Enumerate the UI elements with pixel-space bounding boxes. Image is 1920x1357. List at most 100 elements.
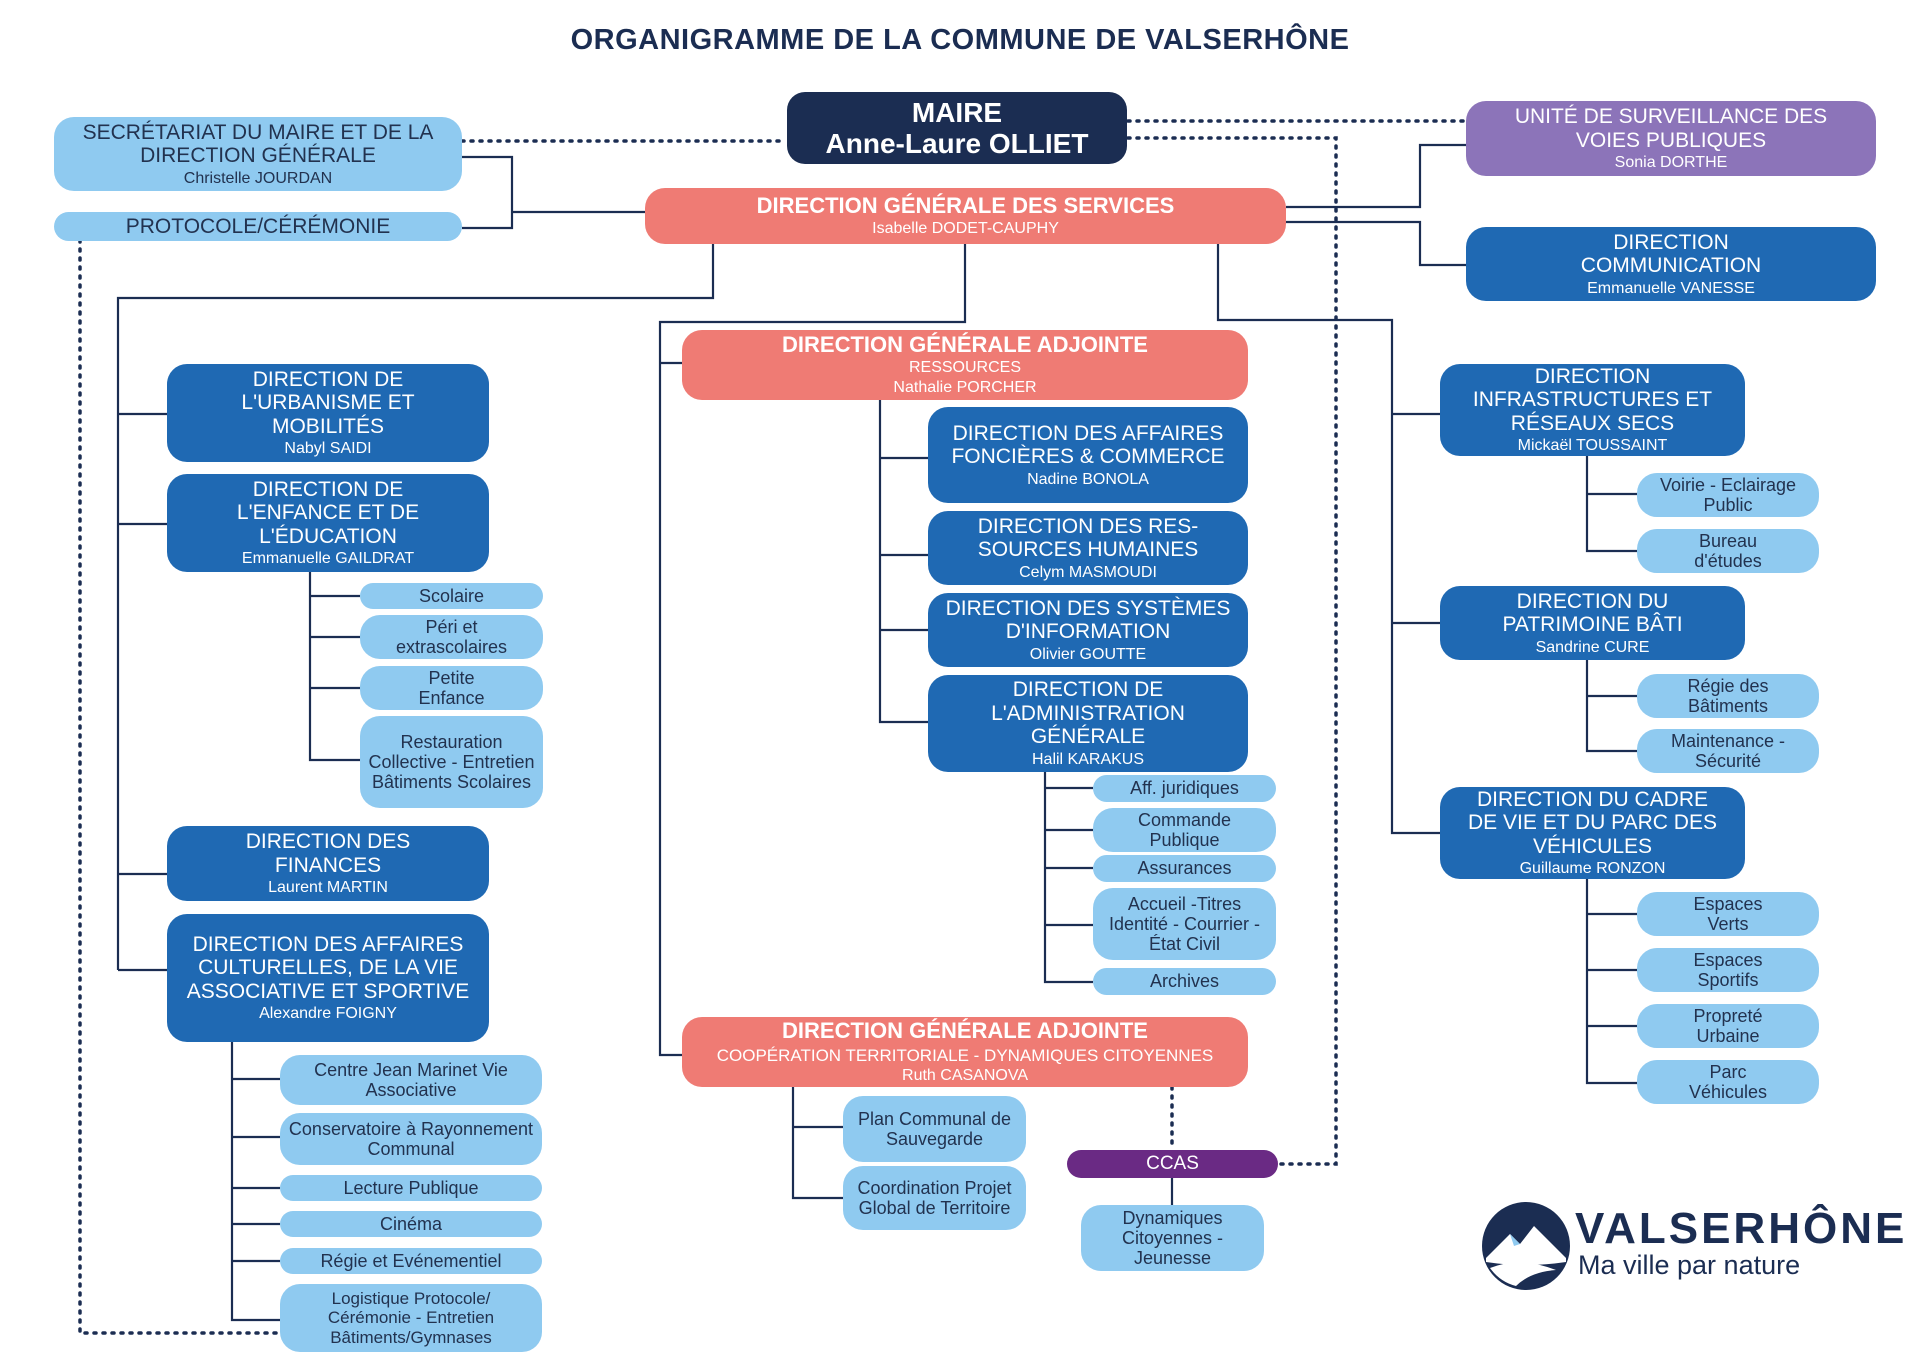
culture-title: DIRECTION DES AFFAIRES CULTURELLES, DE L… — [186, 932, 470, 1003]
infra-service-item: Bureau d'études — [1637, 529, 1819, 573]
enfance-service-item: Scolaire — [360, 583, 543, 609]
ccas-service-label: Dynamiques Citoyennes - Jeunesse — [1121, 1207, 1224, 1269]
foncier-box: DIRECTION DES AFFAIRES FONCIÈRES & COMME… — [928, 407, 1248, 503]
rh-title: DIRECTION DES RES- SOURCES HUMAINES — [977, 514, 1199, 562]
culture-service-label: Conservatoire à Rayonnement Communal — [288, 1118, 534, 1159]
admin-service-label: Accueil -Titres Identité - Courrier - Ét… — [1108, 893, 1261, 955]
logo-tagline: Ma ville par nature — [1578, 1250, 1801, 1280]
dga2-service-item: Plan Communal de Sauvegarde — [843, 1096, 1026, 1162]
dgs-name: Isabelle DODET-CAUPHY — [872, 220, 1059, 238]
admin-service-item: Commande Publique — [1093, 808, 1276, 852]
page-title: ORGANIGRAMME DE LA COMMUNE DE VALSERHÔNE — [570, 24, 1350, 56]
culture-service-item: Centre Jean Marinet Vie Associative — [280, 1055, 542, 1105]
dga2-subtitle: COOPÉRATION TERRITORIALE - DYNAMIQUES CI… — [716, 1045, 1214, 1065]
infra-service-label: Bureau d'études — [1694, 530, 1762, 571]
culture-name: Alexandre FOIGNY — [259, 1005, 397, 1023]
mountain-logo-icon — [1482, 1202, 1570, 1290]
enfance-service-label: Petite Enfance — [418, 667, 485, 708]
patrimoine-service-item: Régie des Bâtiments — [1637, 674, 1819, 718]
logo-name: VALSERHÔNE — [1575, 1204, 1908, 1253]
infra-name: Mickaël TOUSSAINT — [1517, 437, 1668, 455]
communication-name: Emmanuelle VANESSE — [1587, 279, 1755, 297]
dga2-service-label: Coordination Projet Global de Territoire — [857, 1177, 1012, 1218]
si-title: DIRECTION DES SYSTÈMES D'INFORMATION — [945, 596, 1231, 644]
secretariat-title: SECRÉTARIAT DU MAIRE ET DE LA DIRECTION … — [82, 120, 434, 168]
infra-service-label: Voirie - Eclairage Public — [1659, 474, 1797, 515]
cadre-service-label: Parc Véhicules — [1688, 1061, 1768, 1102]
infra-box: DIRECTION INFRASTRUCTURES ET RÉSEAUX SEC… — [1440, 364, 1745, 456]
surveillance-box: UNITÉ DE SURVEILLANCE DES VOIES PUBLIQUE… — [1466, 101, 1876, 176]
infra-service-item: Voirie - Eclairage Public — [1637, 473, 1819, 517]
dga2-title: DIRECTION GÉNÉRALE ADJOINTE — [782, 1018, 1148, 1044]
admin-service-item: Accueil -Titres Identité - Courrier - Ét… — [1093, 888, 1276, 960]
culture-service-label: Cinéma — [379, 1213, 443, 1234]
cadre-box: DIRECTION DU CADRE DE VIE ET DU PARC DES… — [1440, 787, 1745, 879]
culture-service-label: Logistique Protocole/ Cérémonie - Entret… — [327, 1289, 495, 1347]
culture-service-item: Cinéma — [280, 1211, 542, 1237]
cadre-service-item: Espaces Sportifs — [1637, 948, 1819, 992]
enfance-box: DIRECTION DE L'ENFANCE ET DE L'ÉDUCATION… — [167, 474, 489, 572]
patrimoine-title: DIRECTION DU PATRIMOINE BÂTI — [1502, 589, 1683, 637]
foncier-title: DIRECTION DES AFFAIRES FONCIÈRES & COMME… — [951, 421, 1225, 469]
maire-title: MAIRE — [911, 96, 1003, 128]
culture-box: DIRECTION DES AFFAIRES CULTURELLES, DE L… — [167, 914, 489, 1042]
admin-service-label: Assurances — [1137, 858, 1232, 879]
enfance-service-label: Scolaire — [418, 585, 485, 606]
maire-name: Anne-Laure OLLIET — [825, 128, 1089, 159]
admin-box: DIRECTION DE L'ADMINISTRATION GÉNÉRALE H… — [928, 675, 1248, 772]
enfance-service-item: Péri et extrascolaires — [360, 615, 543, 659]
dga2-service-label: Plan Communal de Sauvegarde — [857, 1108, 1012, 1149]
dga2-name: Ruth CASANOVA — [902, 1066, 1028, 1084]
si-name: Olivier GOUTTE — [1029, 645, 1147, 663]
enfance-name: Emmanuelle GAILDRAT — [241, 550, 415, 568]
cadre-service-item: Espaces Verts — [1637, 892, 1819, 936]
ccas-service-item: Dynamiques Citoyennes - Jeunesse — [1081, 1205, 1264, 1271]
protocole-title: PROTOCOLE/CÉRÉMONIE — [125, 214, 391, 238]
dga2-box: DIRECTION GÉNÉRALE ADJOINTE COOPÉRATION … — [682, 1017, 1248, 1087]
cadre-service-label: Espaces Verts — [1693, 893, 1763, 934]
rh-name: Celym MASMOUDI — [1019, 563, 1157, 581]
patrimoine-service-label: Maintenance - Sécurité — [1670, 730, 1786, 771]
dga2-service-item: Coordination Projet Global de Territoire — [843, 1166, 1026, 1230]
infra-title: DIRECTION INFRASTRUCTURES ET RÉSEAUX SEC… — [1472, 364, 1713, 435]
valserhone-logo — [1482, 1202, 1570, 1290]
dga1-box: DIRECTION GÉNÉRALE ADJOINTE RESSOURCES N… — [682, 330, 1248, 400]
cadre-service-label: Espaces Sportifs — [1693, 949, 1763, 990]
patrimoine-service-item: Maintenance - Sécurité — [1637, 729, 1819, 773]
urbanisme-box: DIRECTION DE L'URBANISME ET MOBILITÉS Na… — [167, 364, 489, 462]
culture-service-label: Lecture Publique — [343, 1177, 479, 1198]
cadre-name: Guillaume RONZON — [1519, 860, 1666, 878]
patrimoine-name: Sandrine CURE — [1535, 638, 1650, 656]
admin-service-label: Commande Publique — [1137, 809, 1232, 850]
cadre-service-label: Propreté Urbaine — [1693, 1005, 1763, 1046]
communication-title: DIRECTION COMMUNICATION — [1580, 230, 1762, 278]
secretariat-box: SECRÉTARIAT DU MAIRE ET DE LA DIRECTION … — [54, 117, 462, 191]
patrimoine-service-label: Régie des Bâtiments — [1687, 675, 1769, 716]
secretariat-name: Christelle JOURDAN — [183, 169, 333, 187]
culture-service-item: Lecture Publique — [280, 1175, 542, 1201]
admin-service-item: Aff. juridiques — [1093, 775, 1276, 802]
ccas-box: CCAS — [1067, 1150, 1278, 1178]
enfance-service-label: Péri et extrascolaires — [395, 616, 508, 657]
surveillance-name: Sonia DORTHE — [1614, 154, 1728, 172]
rh-box: DIRECTION DES RES- SOURCES HUMAINES Cely… — [928, 511, 1248, 585]
dga1-name: Nathalie PORCHER — [893, 379, 1037, 397]
enfance-service-item: Restauration Collective - Entretien Bâti… — [360, 716, 543, 808]
maire-box: MAIRE Anne-Laure OLLIET — [787, 92, 1127, 164]
enfance-title: DIRECTION DE L'ENFANCE ET DE L'ÉDUCATION — [236, 477, 420, 548]
finances-title: DIRECTION DES FINANCES — [245, 830, 411, 877]
foncier-name: Nadine BONOLA — [1027, 470, 1149, 488]
culture-service-item: Régie et Evénementiel — [280, 1248, 542, 1274]
admin-title: DIRECTION DE L'ADMINISTRATION GÉNÉRALE — [991, 678, 1185, 749]
dgs-box: DIRECTION GÉNÉRALE DES SERVICES Isabelle… — [645, 188, 1286, 244]
admin-service-item: Archives — [1093, 968, 1276, 995]
culture-service-label: Centre Jean Marinet Vie Associative — [314, 1059, 508, 1100]
protocole-box: PROTOCOLE/CÉRÉMONIE — [54, 212, 462, 241]
enfance-service-label: Restauration Collective - Entretien Bâti… — [368, 731, 535, 793]
culture-service-label: Régie et Evénementiel — [320, 1250, 502, 1271]
dga1-subtitle: RESSOURCES — [908, 359, 1022, 377]
cadre-service-item: Propreté Urbaine — [1637, 1004, 1819, 1048]
finances-name: Laurent MARTIN — [268, 879, 388, 897]
